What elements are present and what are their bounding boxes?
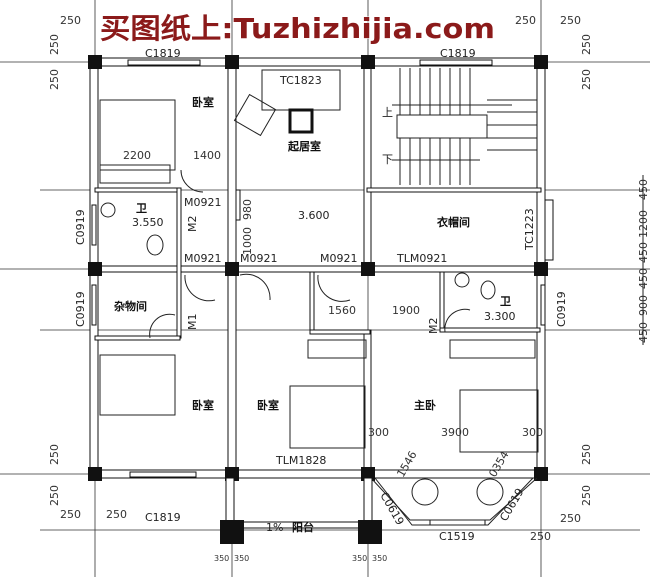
- room-label-bedroom-nw: 卧室: [192, 95, 214, 109]
- dimension: 250: [48, 34, 61, 55]
- window-code: C1819: [440, 47, 476, 60]
- dimension: 350: [214, 554, 229, 563]
- door-code: TLM0921: [396, 252, 447, 265]
- dimension: 450: [637, 268, 650, 289]
- balcony-structure: [220, 477, 382, 544]
- room-label-bath-e: 卫: [500, 295, 511, 308]
- stair-down-label: 下: [382, 153, 393, 166]
- door-code: TLM1828: [275, 454, 326, 467]
- window-code: TC1823: [279, 74, 322, 87]
- room-label-living: 起居室: [287, 139, 321, 153]
- armchair-icon: [233, 93, 277, 137]
- door-code: M1: [186, 314, 199, 331]
- window-code: C0619: [497, 486, 526, 523]
- dimension: 250: [530, 530, 551, 543]
- room-label-cloakroom: 衣帽间: [437, 215, 470, 229]
- level-hall: 3.600: [298, 209, 330, 222]
- windows: [91, 59, 554, 526]
- dimension: 250: [515, 14, 536, 27]
- room-label-bath-w: 卫: [136, 202, 147, 215]
- stair-up-label: 上: [382, 106, 393, 119]
- dimension: 250: [106, 508, 127, 521]
- room-label-storage: 杂物间: [114, 299, 147, 313]
- dimension: 300: [522, 426, 543, 439]
- basin-icon: [454, 272, 470, 288]
- bed-icon: [99, 354, 176, 416]
- window-code: C1519: [439, 530, 475, 543]
- slope-label: 1%: [266, 521, 283, 534]
- wardrobe-icon: [99, 164, 171, 184]
- toilet-icon: [480, 280, 496, 300]
- window-code: C0919: [74, 291, 87, 327]
- dimension: 250: [60, 508, 81, 521]
- dimension: 1560: [328, 304, 356, 317]
- room-label-balcony: 阳台: [292, 520, 314, 534]
- wardrobe-icon: [449, 339, 536, 359]
- furniture: [99, 69, 539, 506]
- dimension: 2200: [123, 149, 151, 162]
- dimension: 250: [48, 444, 61, 465]
- dimension: 250: [580, 69, 593, 90]
- dimension: 250: [560, 512, 581, 525]
- door-code: M2: [186, 216, 199, 233]
- dimension: 450: [637, 179, 650, 200]
- basin-icon: [100, 202, 116, 218]
- dimension: 250: [580, 485, 593, 506]
- dimension: 3900: [441, 426, 469, 439]
- room-label-bedroom-s: 卧室: [257, 398, 279, 412]
- window-code: C1819: [145, 511, 181, 524]
- toilet-icon: [146, 234, 164, 256]
- dimension: 250: [560, 14, 581, 27]
- dimension: 250: [48, 485, 61, 506]
- dimension: 1200: [637, 210, 650, 238]
- watermark: 买图纸上:Tuzhizhijia.com: [100, 12, 495, 45]
- window-code: C1819: [145, 47, 181, 60]
- dimension: 1400: [193, 149, 221, 162]
- armchair-icon: [411, 478, 439, 506]
- room-label-bedroom-sw: 卧室: [192, 398, 214, 412]
- window-code: C0919: [74, 209, 87, 245]
- dimension: 450: [637, 242, 650, 263]
- dimension: 250: [60, 14, 81, 27]
- staircase[interactable]: [392, 68, 537, 185]
- level-bath-w: 3.550: [132, 216, 164, 229]
- window-code: C0919: [555, 291, 568, 327]
- armchair-icon: [476, 478, 504, 506]
- dimension: 350: [372, 554, 387, 563]
- door-code: M0921: [320, 252, 358, 265]
- dimension: 980: [241, 199, 254, 220]
- dimension: 1000: [241, 227, 254, 255]
- door-swings: [149, 169, 471, 339]
- door-code: M0921: [240, 252, 278, 265]
- dimension: 250: [580, 444, 593, 465]
- bed-icon: [99, 99, 176, 171]
- dimension: 250: [580, 34, 593, 55]
- bed-icon: [289, 385, 366, 449]
- dimension: 300: [368, 426, 389, 439]
- dimension: 350: [234, 554, 249, 563]
- dimension: 250: [48, 69, 61, 90]
- dimension: 1900: [392, 304, 420, 317]
- wardrobe-icon: [307, 339, 367, 359]
- door-code: M2: [427, 318, 440, 335]
- level-bath-e: 3.300: [484, 310, 516, 323]
- dimension: 350: [352, 554, 367, 563]
- door-code: M0921: [184, 196, 222, 209]
- dimension: 450: [637, 322, 650, 343]
- room-label-master: 主卧: [414, 398, 436, 412]
- right-dimension-stack: 450 1200 450 450 900 450: [637, 175, 650, 345]
- bed-icon: [459, 389, 539, 453]
- dimension: 900: [637, 295, 650, 316]
- table-icon: [288, 108, 314, 134]
- door-code: M0921: [184, 252, 222, 265]
- window-code: TC1223: [523, 208, 536, 251]
